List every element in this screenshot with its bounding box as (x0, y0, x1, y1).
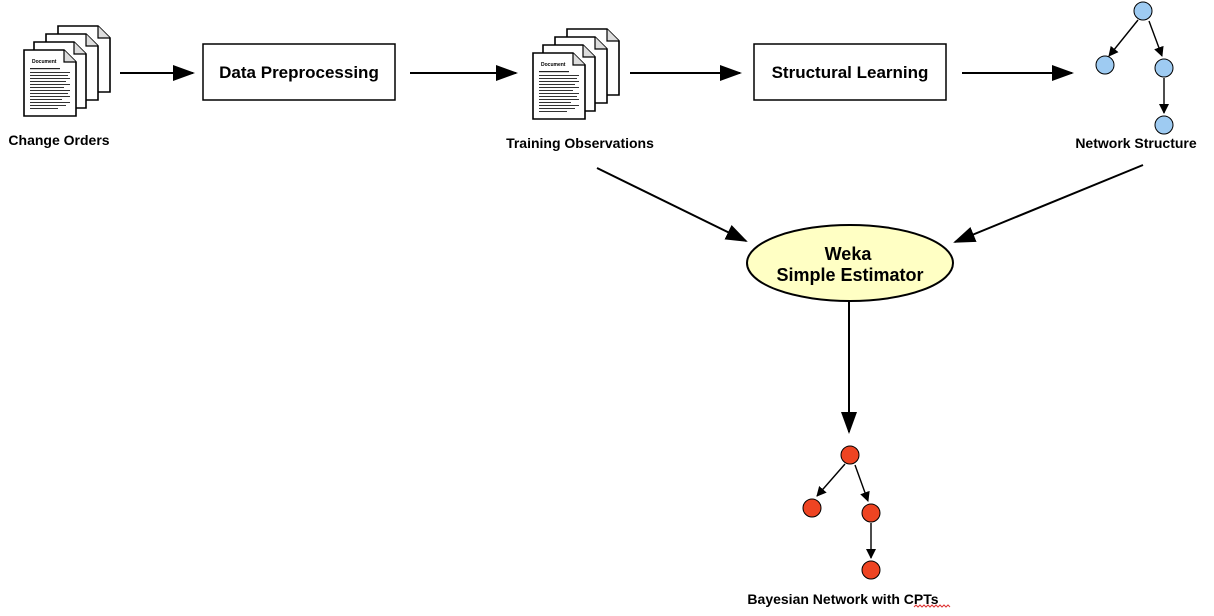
bayesian-network-tree-graph-icon (802, 445, 881, 580)
weka-label: Weka (825, 244, 873, 264)
data-preprocessing-label: Data Preprocessing (219, 63, 379, 82)
training-observations-document-stack-icon: Document (532, 28, 620, 120)
structural-learning-box: Structural Learning (753, 43, 947, 101)
simple-estimator-label: Simple Estimator (776, 265, 923, 285)
training-observations-label: Training Observations (506, 135, 654, 151)
arrow-network-to-weka (953, 164, 1144, 243)
structural-learning-label: Structural Learning (772, 63, 929, 82)
spellcheck-squiggle (913, 604, 951, 608)
bayesian-network-label: Bayesian Network with CPTs (747, 591, 938, 607)
document-icon-title: Document (32, 59, 57, 65)
document-icon-title: Document (541, 62, 566, 68)
weka-simple-estimator-node: Weka Simple Estimator (746, 224, 954, 302)
data-preprocessing-box: Data Preprocessing (202, 43, 396, 101)
arrow-training-to-weka (596, 167, 748, 242)
network-structure-label: Network Structure (1075, 135, 1197, 151)
network-structure-tree-graph-icon (1095, 1, 1174, 135)
change-orders-label: Change Orders (8, 132, 109, 148)
change-orders-document-stack-icon: Document (23, 25, 111, 117)
